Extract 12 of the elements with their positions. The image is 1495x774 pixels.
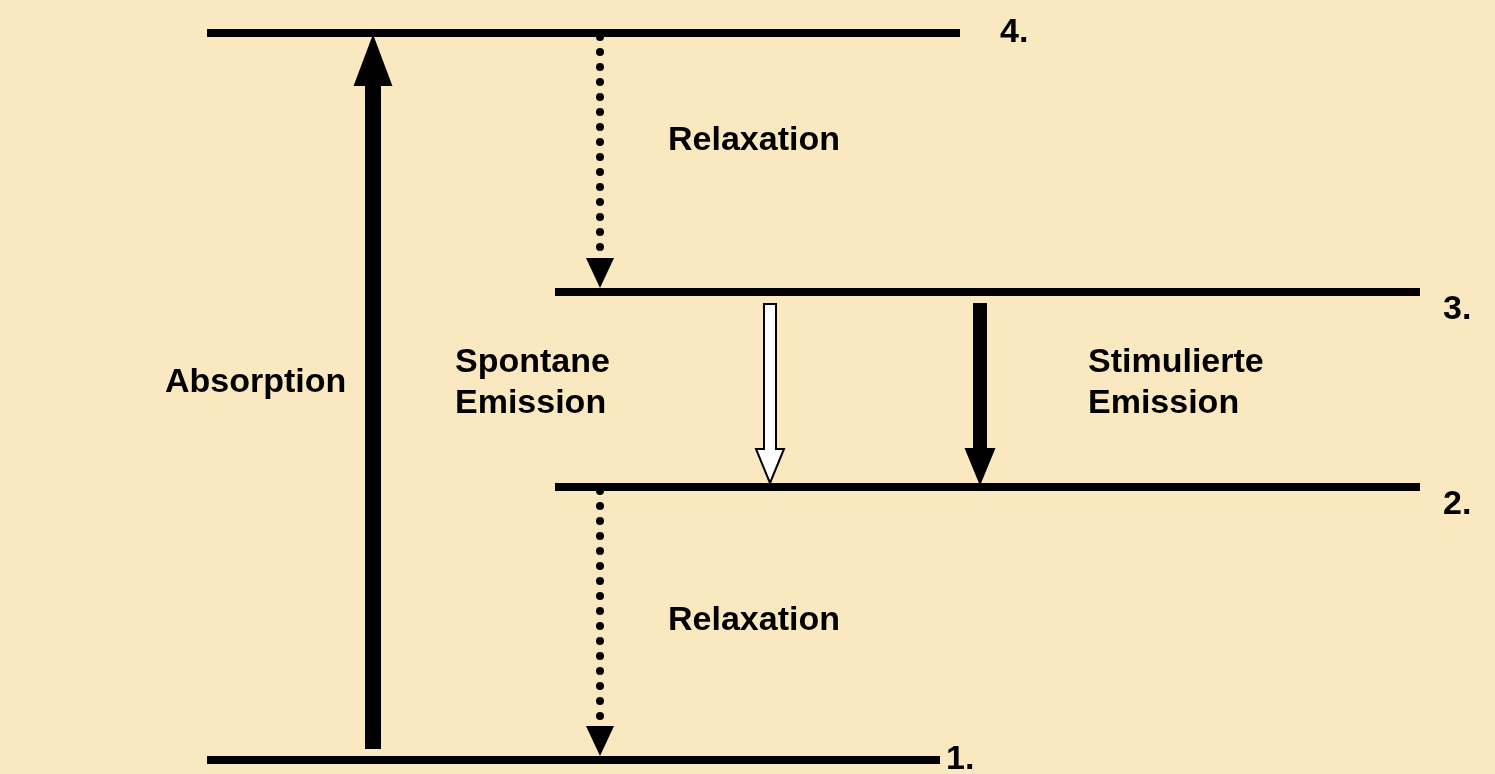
arrow	[964, 303, 996, 486]
edge-label: Absorption	[165, 360, 347, 401]
level-number: 3.	[1443, 290, 1472, 324]
edge-label: Spontane Emission	[455, 340, 611, 422]
arrow	[754, 303, 786, 486]
edge-label: Stimulierte Emission	[1088, 340, 1265, 422]
arrow	[353, 34, 393, 749]
edge-label: Relaxation	[668, 598, 840, 639]
level-number: 1.	[946, 740, 975, 774]
edge-label: Relaxation	[668, 118, 840, 159]
level-number: 2.	[1443, 485, 1472, 519]
level-number: 4.	[1000, 13, 1029, 47]
